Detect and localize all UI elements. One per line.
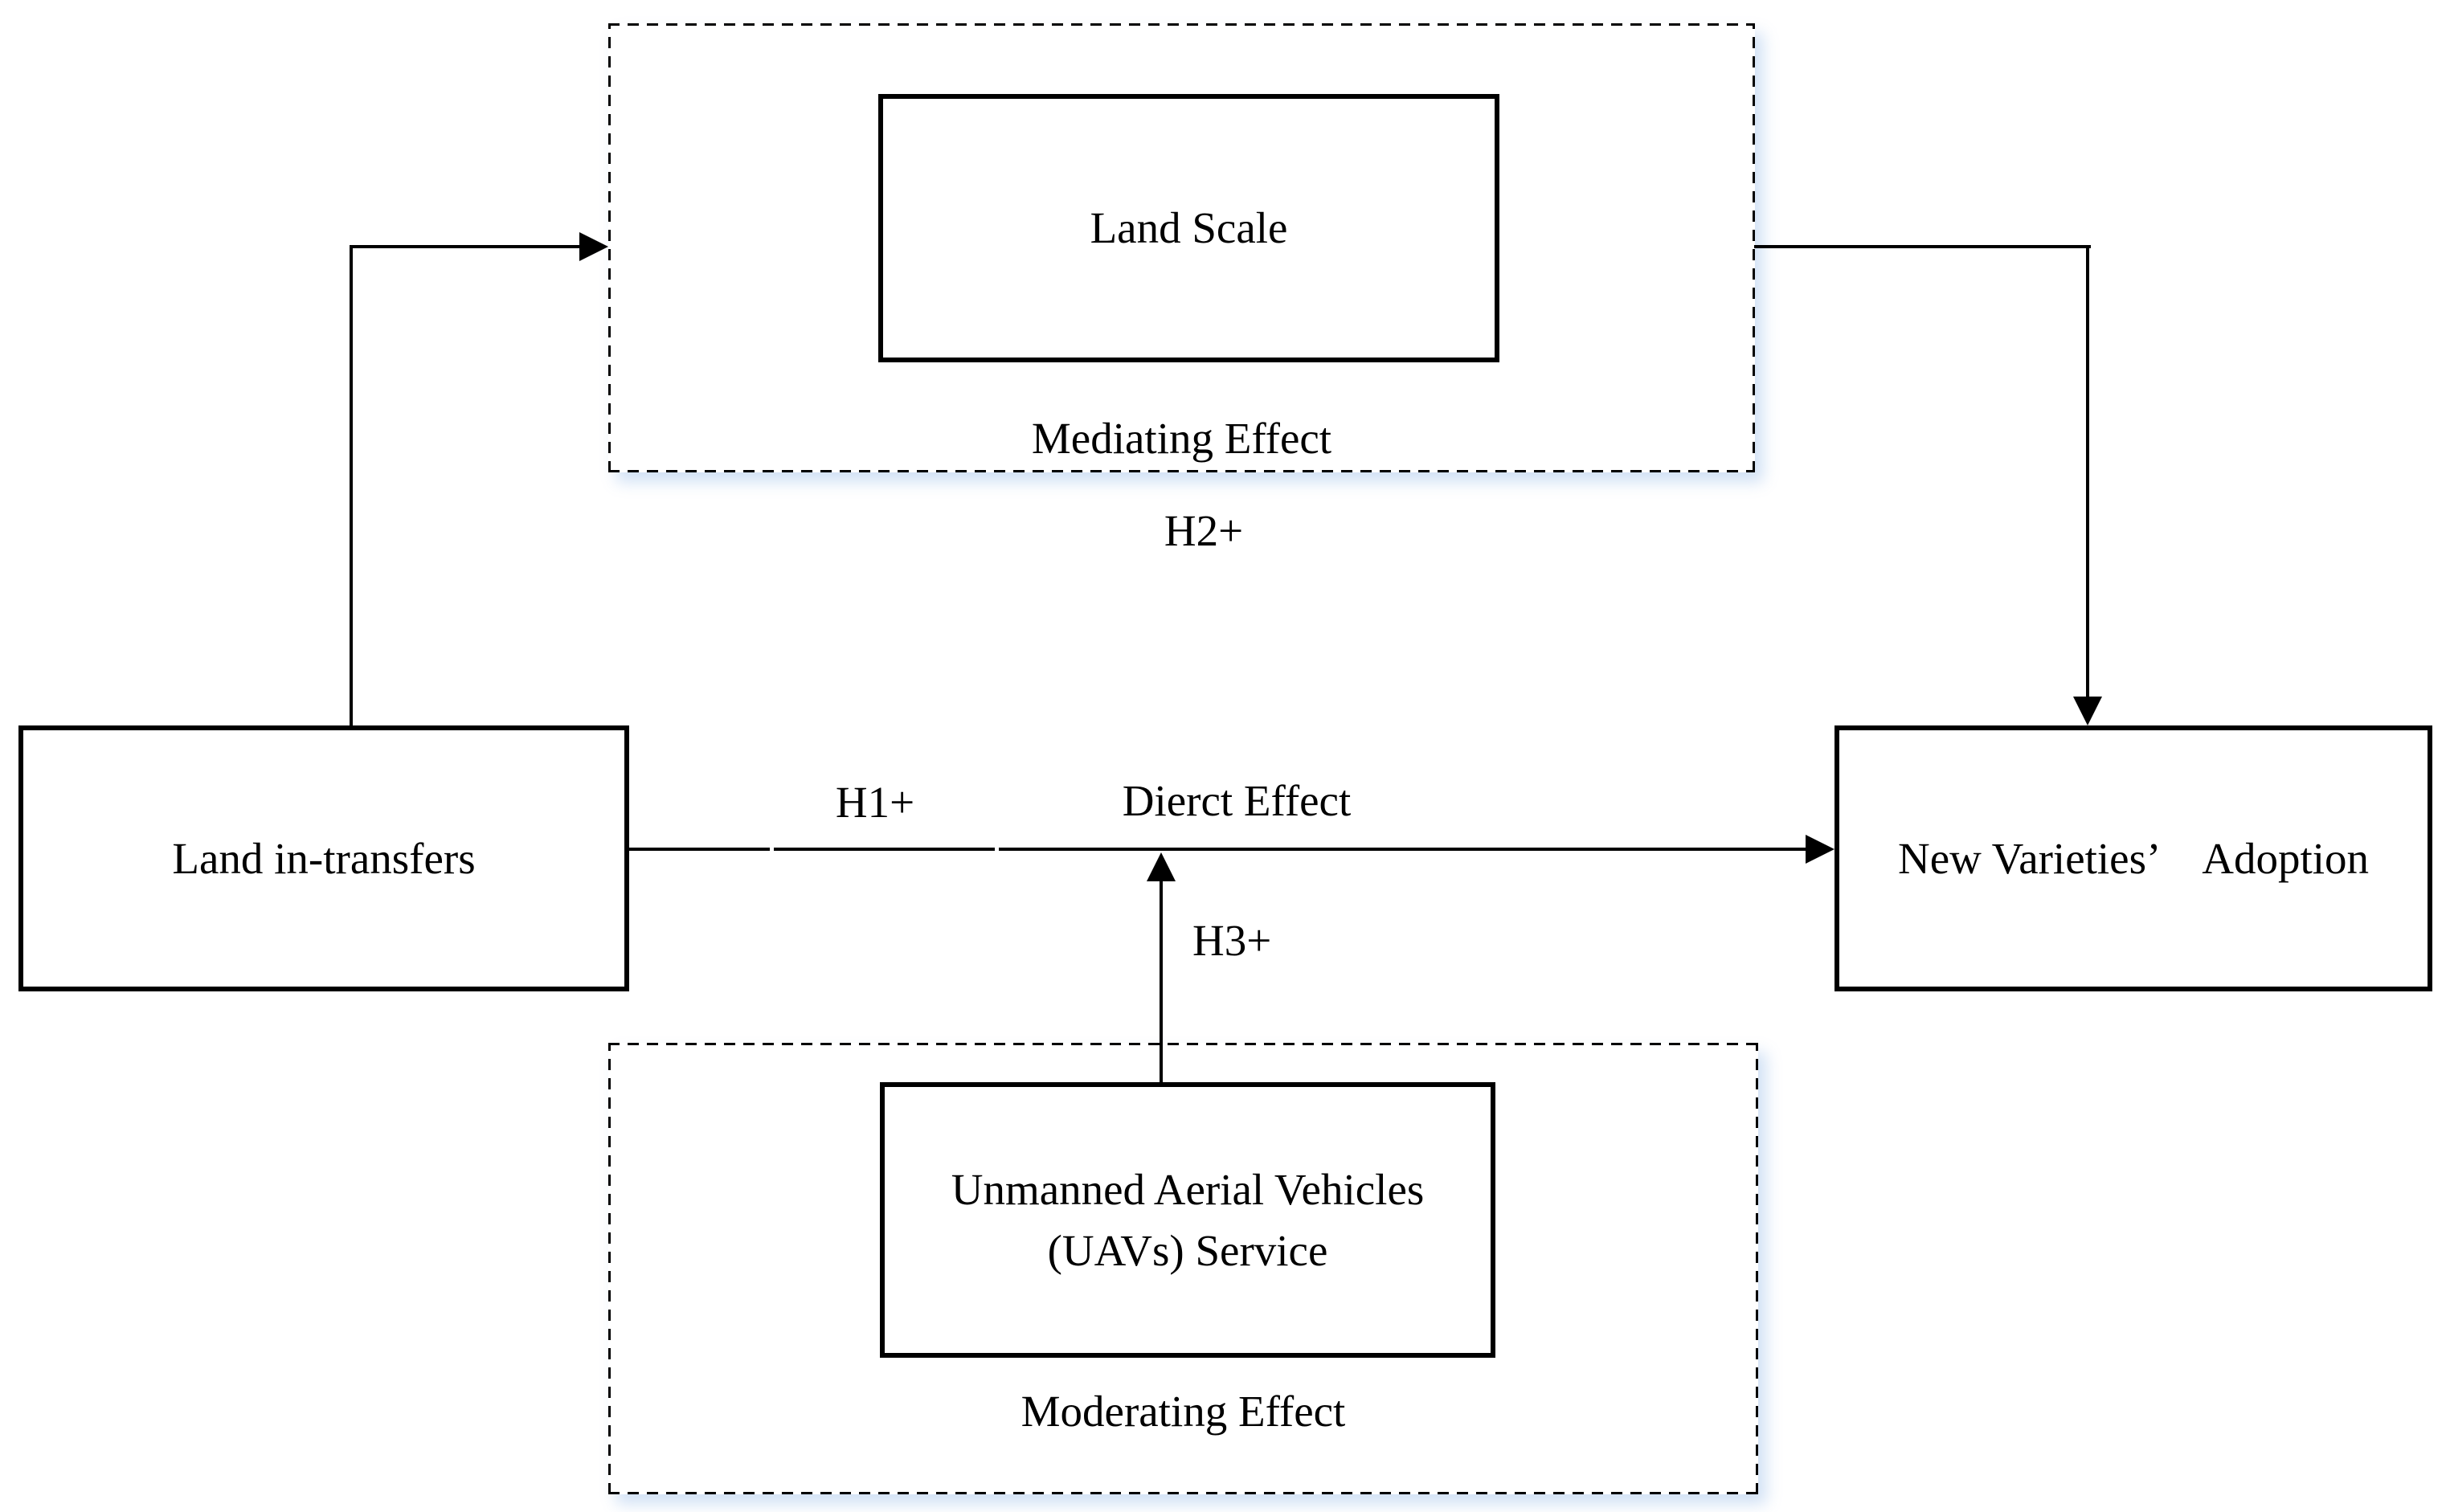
connector-land-in-to-mediating-horizontal xyxy=(350,245,579,248)
land-in-transfers-label: Land in-transfers xyxy=(172,833,476,883)
land-scale-label: Land Scale xyxy=(1090,203,1288,253)
h1-label: H1+ xyxy=(835,778,915,827)
new-varieties-adoption-label: New Varieties’ Adoption xyxy=(1897,833,2370,883)
direct-effect-line-segment-1 xyxy=(628,848,770,851)
h2-label: H2+ xyxy=(1164,506,1244,555)
arrowhead-moderation-icon xyxy=(1147,852,1176,881)
mediating-effect-caption: Mediating Effect xyxy=(1031,414,1332,463)
land-scale-box: Land Scale xyxy=(878,94,1499,362)
connector-uavs-to-direct-effect xyxy=(1160,881,1163,1082)
uavs-service-label: Unmanned Aerial Vehicles (UAVs) Service xyxy=(951,1164,1425,1275)
arrowhead-into-mediating-icon xyxy=(579,232,608,261)
connector-mediating-to-adoption-vertical xyxy=(2086,245,2089,697)
h3-label: H3+ xyxy=(1192,916,1272,965)
arrowhead-direct-effect-icon xyxy=(1806,835,1834,864)
connector-mediating-to-adoption-horizontal xyxy=(1754,245,2091,248)
uavs-service-box: Unmanned Aerial Vehicles (UAVs) Service xyxy=(880,1082,1495,1358)
land-in-transfers-box: Land in-transfers xyxy=(18,725,629,991)
direct-effect-line-segment-2 xyxy=(774,848,995,851)
direct-effect-line-segment-3 xyxy=(999,848,1806,851)
connector-land-in-to-mediating-vertical xyxy=(350,245,353,725)
new-varieties-adoption-box: New Varieties’ Adoption xyxy=(1834,725,2432,991)
arrowhead-into-adoption-icon xyxy=(2073,697,2102,725)
direct-effect-label: Dierct Effect xyxy=(1122,776,1352,825)
moderating-effect-caption: Moderating Effect xyxy=(1021,1387,1346,1436)
